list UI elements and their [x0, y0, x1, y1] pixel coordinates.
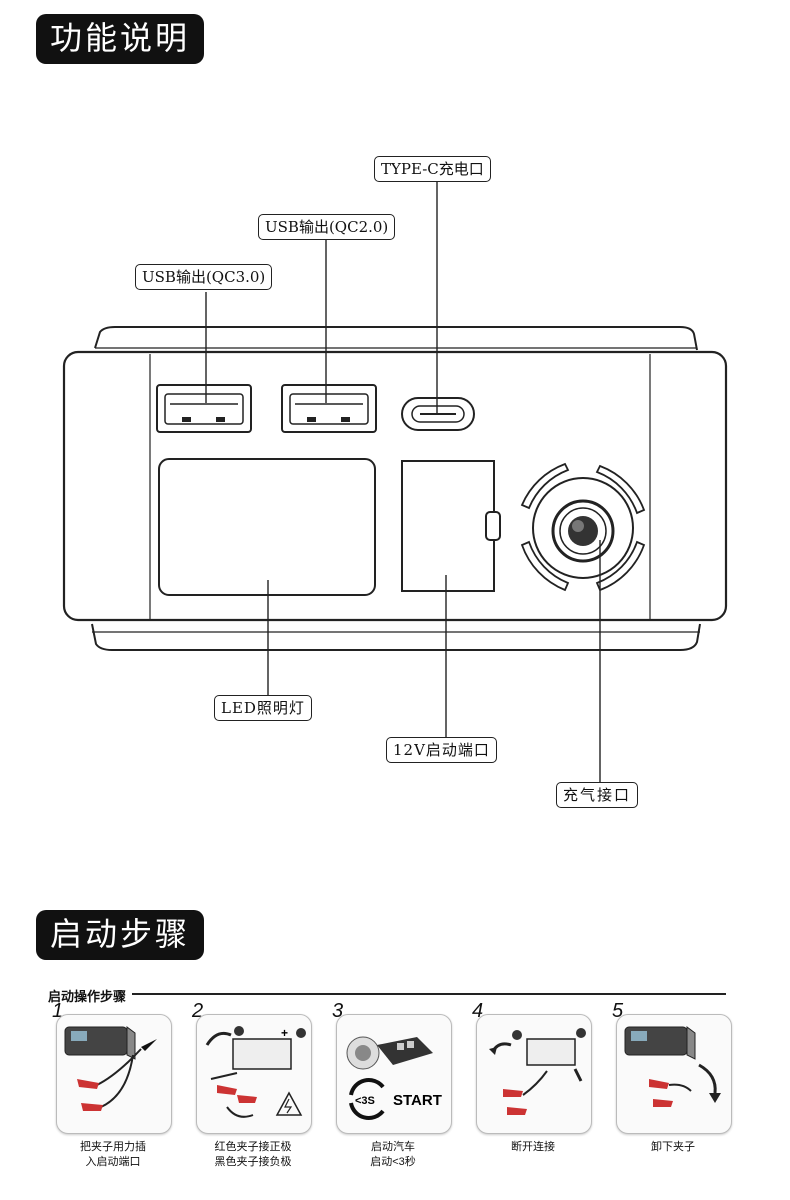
device-front-diagram: [62, 182, 728, 782]
port-12v-cover: [401, 460, 501, 592]
step-1-caption: 把夹子用力插入启动端口: [80, 1141, 146, 1168]
steps-divider: [48, 993, 726, 995]
callout-typec: TYPE-C充电口: [374, 156, 491, 182]
step-2-caption: 红色夹子接正极黑色夹子接负极: [214, 1141, 292, 1168]
step-number: 4: [472, 1000, 484, 1022]
device-top-cap: [94, 326, 698, 351]
device-body: [62, 350, 728, 622]
typec-port: [401, 397, 475, 431]
usb-qc30-port: [156, 384, 252, 433]
callout-usb-qc20: USB输出(QC2.0): [258, 214, 396, 240]
start-label: START: [393, 1092, 442, 1109]
step-3-illustration: <3S START: [336, 1014, 452, 1134]
step-number: 5: [612, 1000, 624, 1022]
device-bottom-cap: [91, 623, 701, 651]
step-5-illustration: [616, 1014, 732, 1134]
step-4-caption: 断开连接: [511, 1141, 555, 1153]
features-section-title: 功能说明: [36, 14, 205, 64]
step-2-illustration: +: [196, 1014, 312, 1134]
svg-text:+: +: [281, 1026, 288, 1040]
step-number: 1: [52, 1000, 64, 1022]
step-4-illustration: [476, 1014, 592, 1134]
step-number: 2: [192, 1000, 204, 1022]
step-5-caption: 卸下夹子: [651, 1141, 695, 1153]
step-3-caption: 启动汽车启动<3秒: [370, 1141, 416, 1168]
start-time-badge: <3S: [355, 1095, 375, 1107]
led-light-panel: [158, 458, 376, 596]
callout-12v-port: 12V启动端口: [386, 737, 497, 763]
step-1-illustration: [56, 1014, 172, 1134]
callout-usb-qc30: USB输出(QC3.0): [135, 264, 273, 290]
callout-air-port: 充气接口: [556, 782, 639, 808]
steps-header: 启动操作步骤: [48, 986, 133, 1005]
usb-qc20-port: [281, 384, 377, 433]
steps-section-title: 启动步骤: [36, 910, 205, 960]
air-inflator-port: [520, 462, 646, 592]
step-number: 3: [332, 1000, 344, 1022]
callout-led: LED照明灯: [214, 695, 312, 721]
